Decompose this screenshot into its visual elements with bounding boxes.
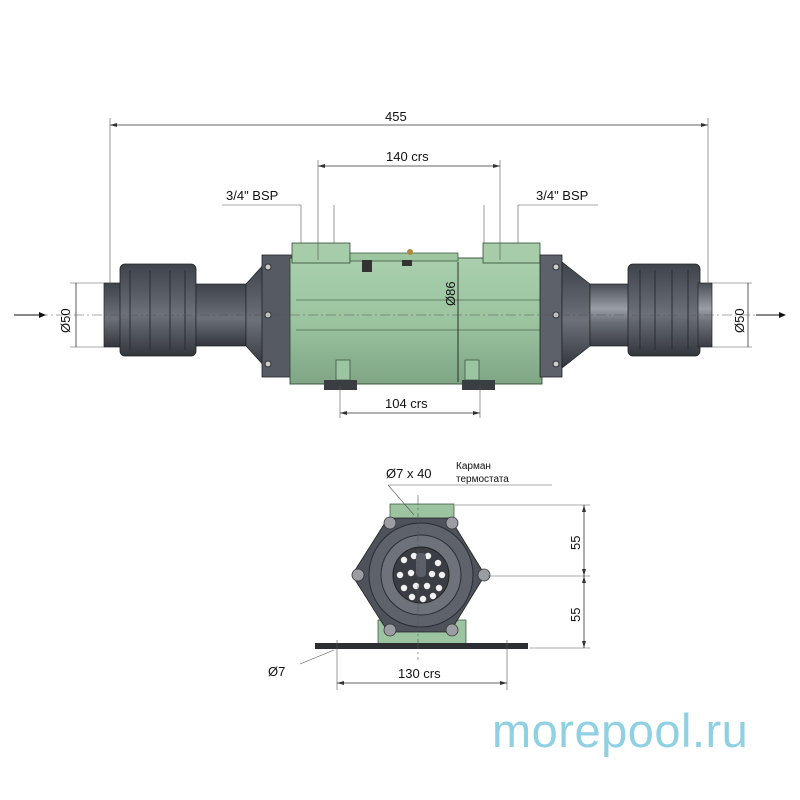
top-boss — [349, 252, 459, 262]
left-union-ribs — [129, 270, 186, 350]
inlet-spacing-label: 140 crs — [386, 149, 429, 164]
height-upper-label: 55 — [568, 536, 583, 550]
label-tag — [402, 260, 412, 266]
overall-length-label: 455 — [385, 109, 407, 124]
label-tag — [362, 260, 372, 272]
side-view: 455 140 crs 3/4" BSP 3/4" BSP 104 crs Ø5… — [14, 109, 786, 418]
inlet-port-left — [291, 242, 351, 264]
hole-diameter-label: Ø7 — [268, 664, 285, 679]
base-plate — [315, 643, 528, 649]
plug — [407, 249, 413, 255]
foot-spacing-label: 104 crs — [385, 396, 428, 411]
left-foot — [324, 380, 357, 390]
watermark-logo: morepool.ru — [492, 704, 749, 757]
heat-exchanger-body — [289, 257, 543, 385]
diameter-left-label: Ø50 — [58, 308, 73, 333]
inlet-port-right — [482, 242, 541, 264]
tube-holes — [396, 552, 446, 603]
right-union-nut — [627, 263, 701, 357]
body-diameter-label: Ø86 — [443, 281, 458, 306]
end-view: Ø7 x 40 Карман термостата 55 55 130 crs … — [268, 461, 590, 690]
port-right-label: 3/4" BSP — [536, 188, 588, 203]
diameter-right-label: Ø50 — [732, 308, 747, 333]
pocket-label-line2: термостата — [456, 474, 509, 485]
right-foot — [462, 380, 495, 390]
flange-bolts — [351, 516, 491, 637]
port-left-label: 3/4" BSP — [226, 188, 278, 203]
thermostat-pocket — [416, 553, 426, 577]
base-spacing-label: 130 crs — [398, 666, 441, 681]
pocket-label-line1: Карман — [456, 461, 491, 472]
pocket-size-label: Ø7 x 40 — [386, 466, 432, 481]
height-lower-label: 55 — [568, 608, 583, 622]
